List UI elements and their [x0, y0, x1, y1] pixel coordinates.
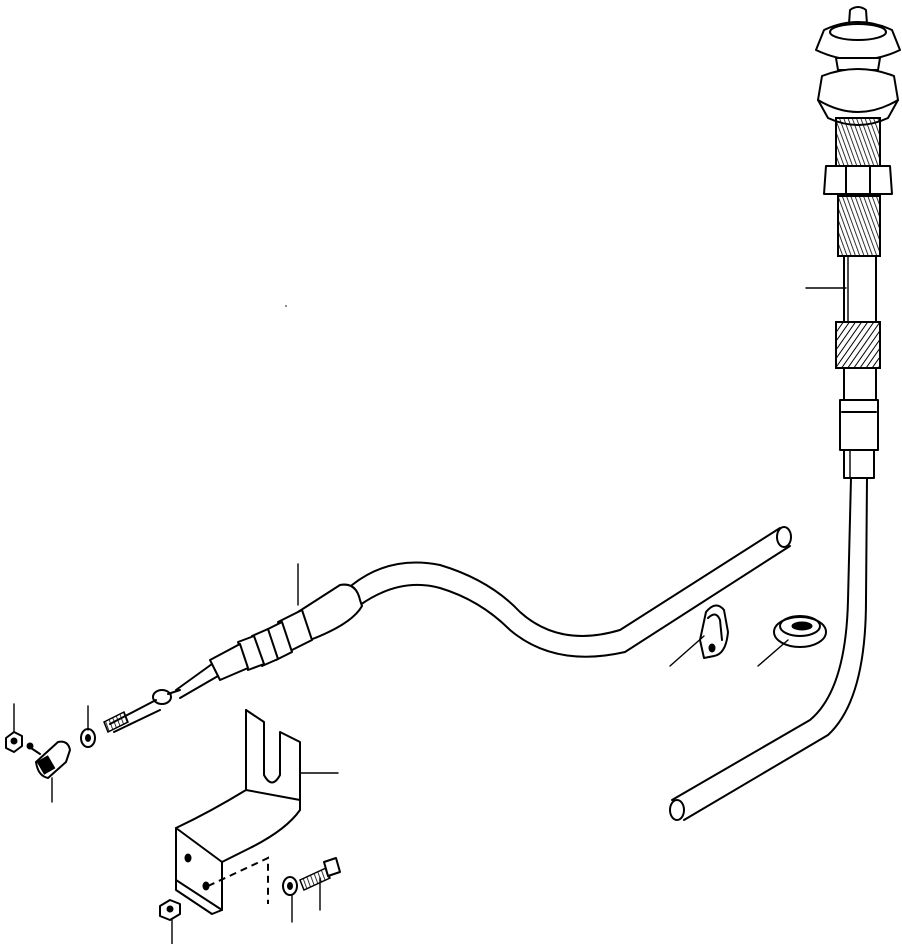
grommet — [773, 615, 827, 648]
leader-lines — [13, 287, 847, 944]
mounting-bracket — [175, 709, 301, 915]
throttle-cable — [103, 477, 868, 821]
lock-nut — [5, 731, 23, 753]
bolt — [299, 857, 341, 892]
washer — [80, 728, 96, 748]
cable-clamp — [699, 604, 729, 659]
washer-bracket — [282, 876, 298, 896]
assembly-centerline — [207, 856, 269, 904]
ball-joint-end — [26, 740, 71, 779]
lock-nut-bracket — [159, 899, 181, 921]
control-knob — [815, 6, 901, 479]
stray-mark — [285, 305, 287, 307]
